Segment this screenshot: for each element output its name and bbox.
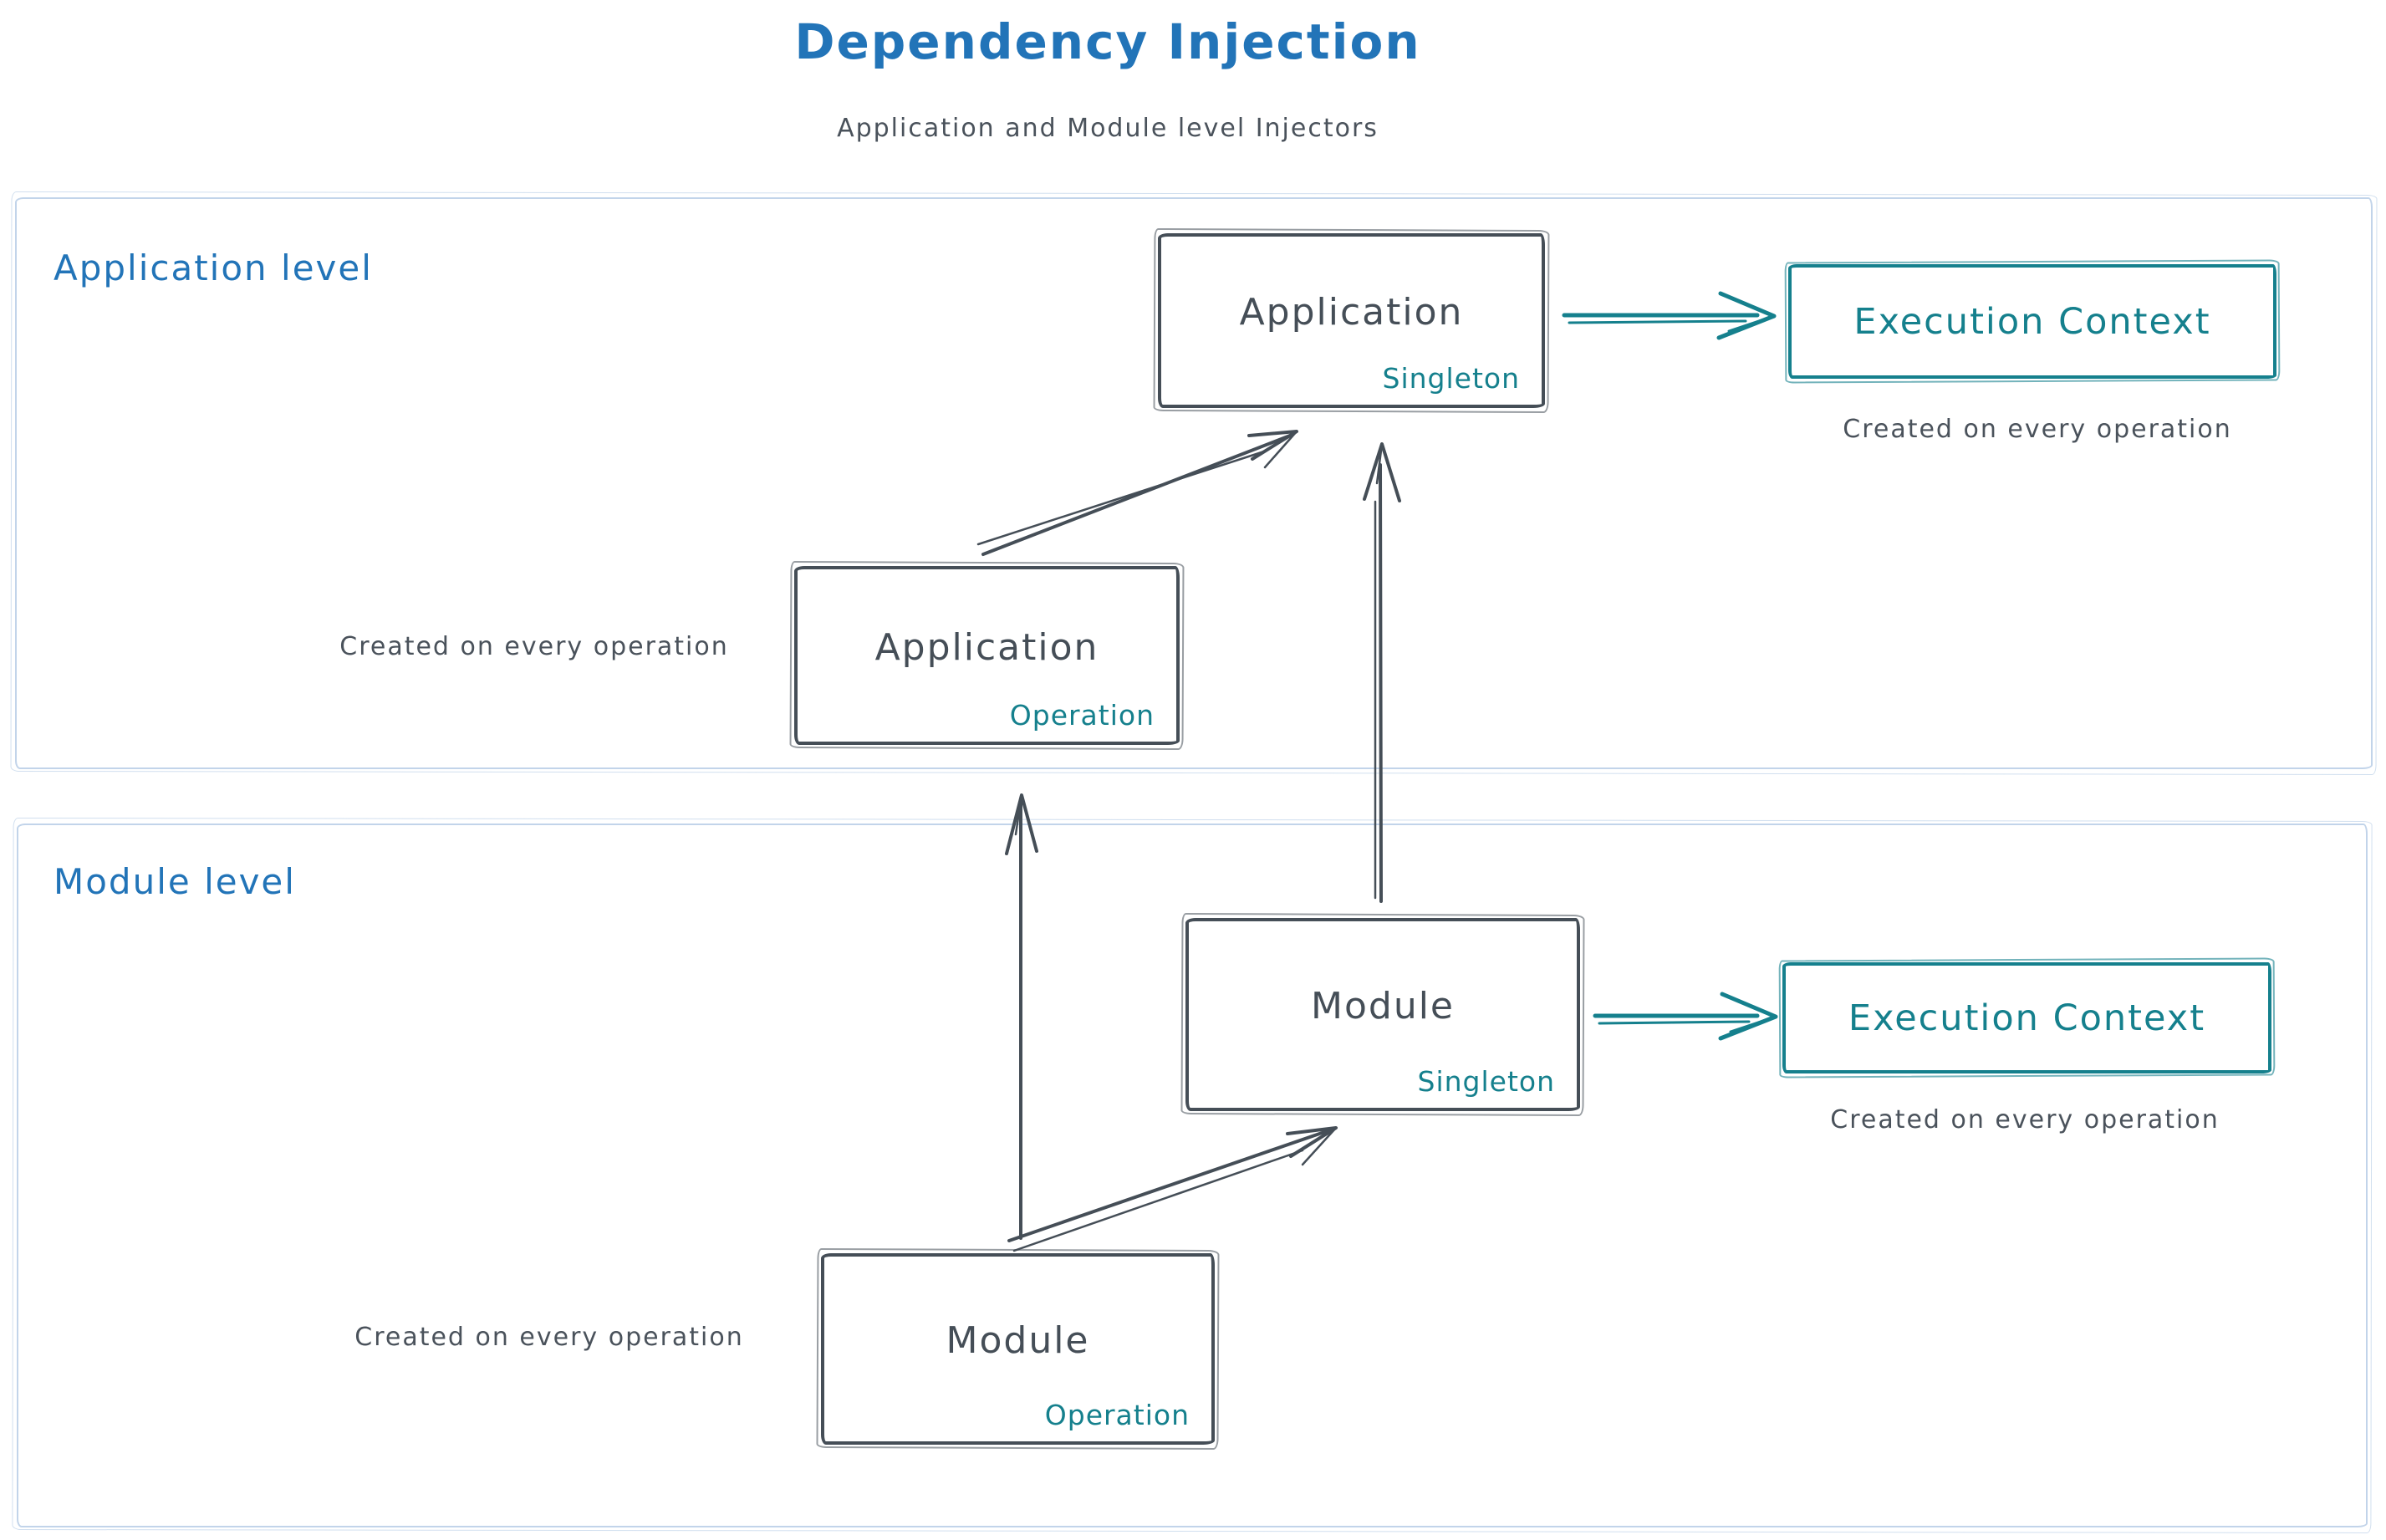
arrow-module-singleton-to-app-singleton-icon — [1363, 442, 1401, 903]
module-level-frame — [17, 824, 2368, 1527]
app-singleton-scope-label: Singleton — [1382, 362, 1520, 395]
module-operation-title: Module — [946, 1319, 1090, 1362]
module-execution-caption: Created on every operation — [1830, 1105, 2220, 1135]
app-operation-scope-label: Operation — [1009, 699, 1155, 732]
app-execution-context-box: Execution Context — [1788, 264, 2276, 379]
module-execution-context-box: Execution Context — [1782, 962, 2271, 1073]
module-execution-context-label: Execution Context — [1848, 997, 2206, 1039]
arrow-app-operation-to-app-singleton-icon — [976, 430, 1298, 556]
app-execution-caption: Created on every operation — [1843, 415, 2232, 444]
module-singleton-title: Module — [1311, 985, 1455, 1028]
module-operation-scope-label: Operation — [1044, 1399, 1190, 1431]
module-operation-caption: Created on every operation — [354, 1323, 744, 1352]
arrow-module-operation-to-app-operation-icon — [1005, 793, 1038, 1240]
app-operation-box: Application Operation — [794, 566, 1180, 745]
module-singleton-scope-label: Singleton — [1417, 1065, 1555, 1098]
app-operation-caption: Created on every operation — [339, 632, 729, 661]
module-singleton-box: Module Singleton — [1185, 918, 1580, 1111]
arrow-module-operation-to-module-singleton-icon — [1007, 1126, 1338, 1252]
application-level-label: Application level — [54, 247, 373, 288]
app-execution-context-label: Execution Context — [1853, 300, 2211, 343]
arrow-module-singleton-to-execution-context-icon — [1593, 992, 1778, 1041]
app-operation-title: Application — [874, 625, 1099, 669]
page-title: Dependency Injection — [794, 13, 1421, 70]
module-level-label: Module level — [54, 861, 296, 902]
page-subtitle: Application and Module level Injectors — [837, 114, 1379, 143]
arrow-app-singleton-to-execution-context-icon — [1562, 291, 1777, 340]
app-singleton-title: Application — [1239, 291, 1464, 334]
module-operation-box: Module Operation — [821, 1253, 1215, 1445]
app-singleton-box: Application Singleton — [1158, 233, 1545, 408]
application-level-frame — [15, 197, 2373, 769]
